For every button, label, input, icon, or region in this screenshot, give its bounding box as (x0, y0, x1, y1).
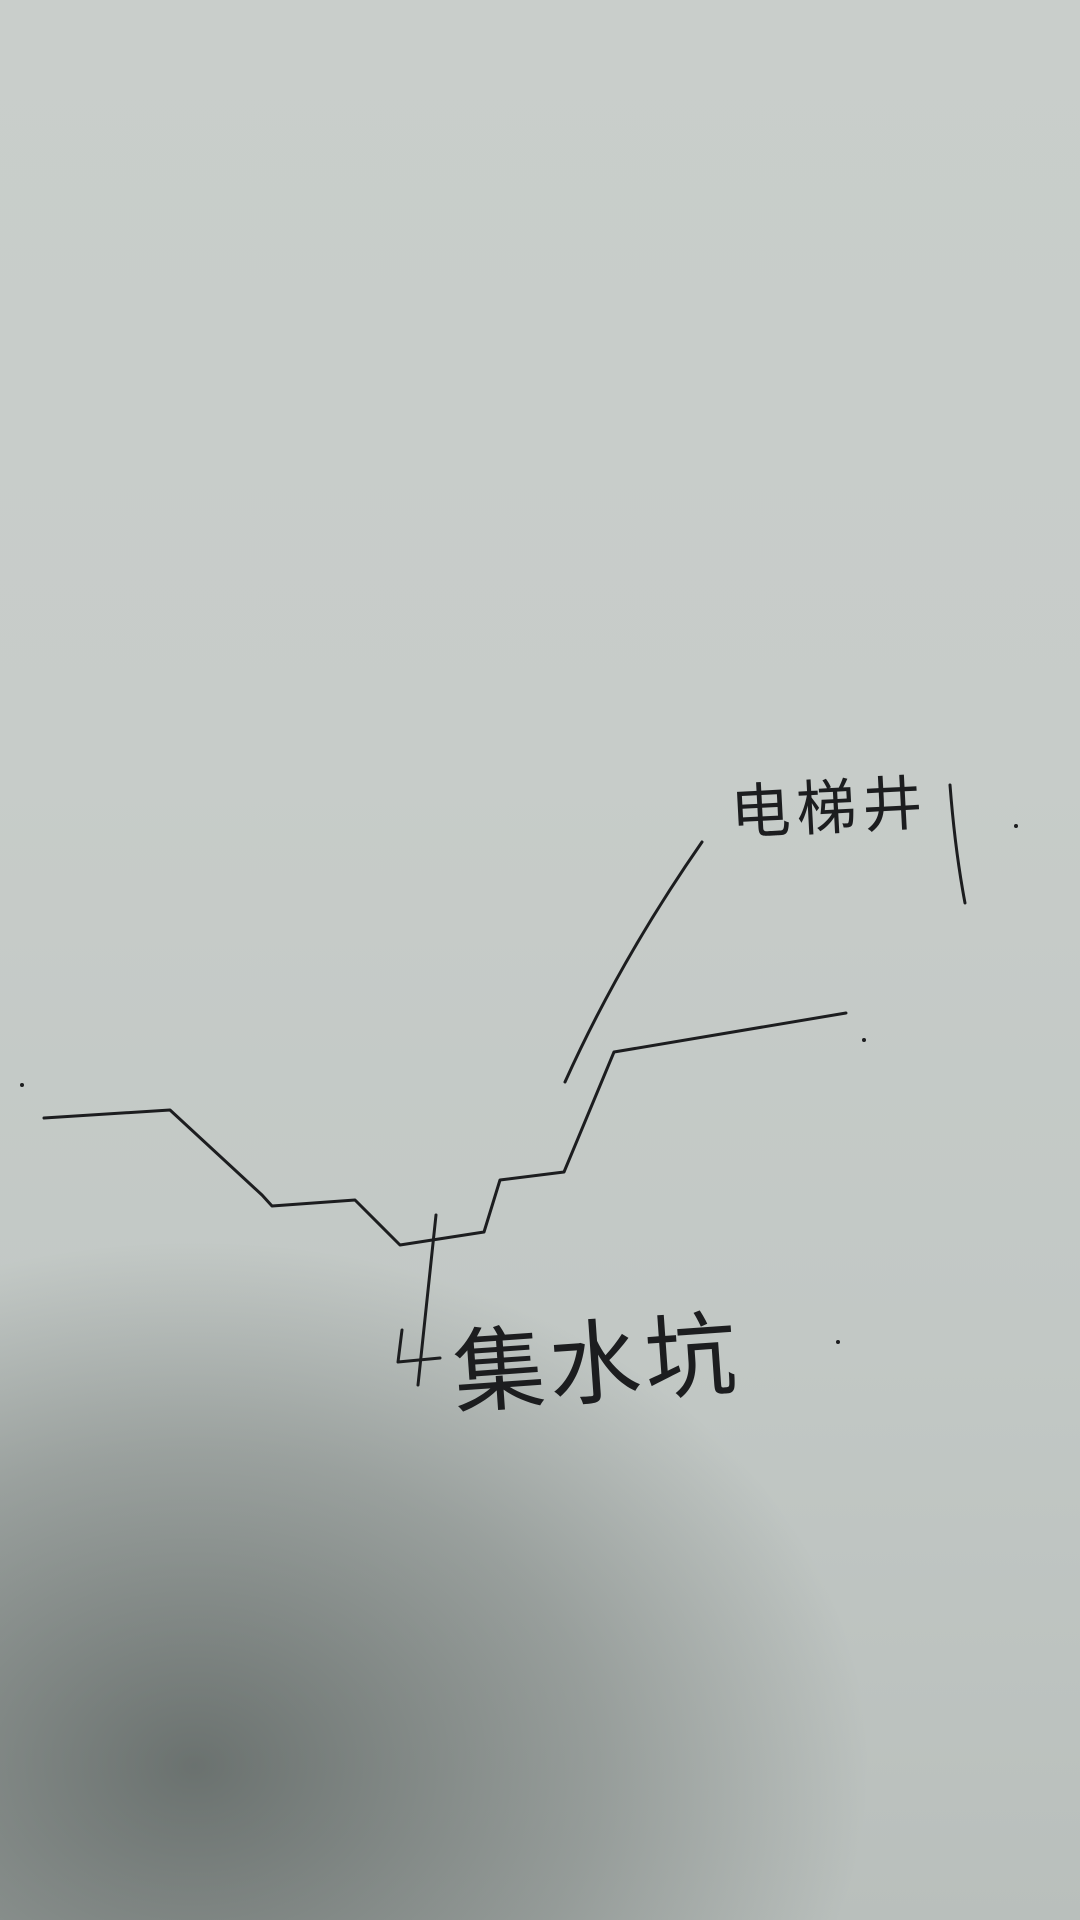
elevator-bracket-line (948, 783, 967, 905)
sump-arrow-head (396, 1328, 442, 1364)
sump-pit-label: 集水坑 (449, 1300, 745, 1428)
elevator-shaft-label: 电梯井 (728, 768, 931, 849)
sump-leader-line (416, 1213, 438, 1387)
stray-dot (862, 1038, 866, 1042)
elevator-leader-line (563, 840, 704, 1084)
stray-dot (836, 1340, 840, 1344)
stray-dot (1014, 824, 1018, 828)
section-profile-line (42, 1011, 848, 1247)
stray-dot (20, 1083, 24, 1087)
